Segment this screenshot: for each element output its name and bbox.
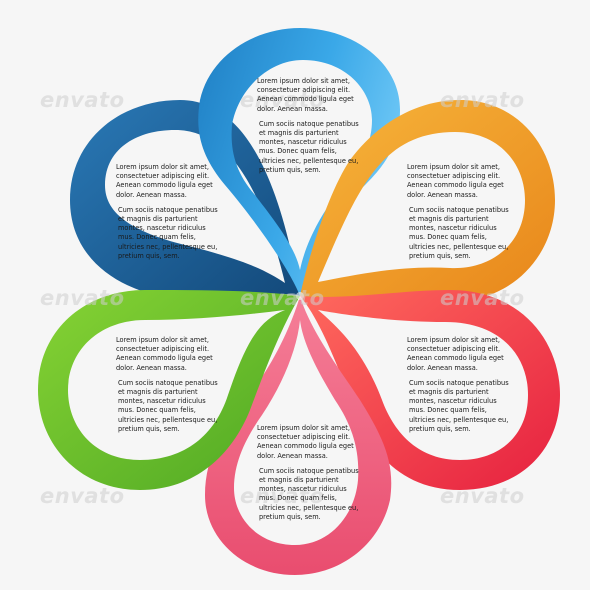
watermark-envato: envato — [440, 286, 525, 310]
watermark-envato: envato — [40, 286, 125, 310]
petal-paragraph-1: Lorem ipsum dolor sit amet, consectetuer… — [116, 336, 213, 372]
petal-paragraph-1: Lorem ipsum dolor sit amet, consectetuer… — [257, 77, 354, 113]
petal-text-upper-left: Lorem ipsum dolor sit amet, consectetuer… — [116, 163, 234, 267]
petal-text-bottom: Lorem ipsum dolor sit amet, consectetuer… — [257, 424, 375, 528]
petal-paragraph-2: Cum sociis natoque penatibus et magnis d… — [118, 205, 218, 260]
petal-ribbon-upper-right — [300, 100, 555, 301]
petal-paragraph-1: Lorem ipsum dolor sit amet, consectetuer… — [407, 163, 504, 199]
watermark-envato: envato — [240, 484, 325, 508]
watermark-envato: envato — [40, 484, 125, 508]
watermark-envato: envato — [40, 88, 125, 112]
petal-paragraph-2: Cum sociis natoque penatibus et magnis d… — [259, 466, 359, 521]
petal-paragraph-2: Cum sociis natoque penatibus et magnis d… — [118, 378, 218, 433]
petal-text-top: Lorem ipsum dolor sit amet, consectetuer… — [257, 77, 375, 181]
watermark-envato: envato — [240, 88, 325, 112]
petal-paragraph-2: Cum sociis natoque penatibus et magnis d… — [259, 119, 359, 174]
watermark-envato: envato — [440, 484, 525, 508]
petal-ribbon-upper-left — [70, 100, 300, 300]
petal-ribbon-bottom — [205, 296, 392, 575]
petal-paragraph-1: Lorem ipsum dolor sit amet, consectetuer… — [116, 163, 213, 199]
petal-paragraph-2: Cum sociis natoque penatibus et magnis d… — [409, 205, 509, 260]
watermark-envato: envato — [440, 88, 525, 112]
petal-ribbon-lower-left — [38, 290, 300, 490]
petal-paragraph-2: Cum sociis natoque penatibus et magnis d… — [409, 378, 509, 433]
watermark-envato: envato — [240, 286, 325, 310]
petal-text-upper-right: Lorem ipsum dolor sit amet, consectetuer… — [407, 163, 525, 267]
petal-paragraph-1: Lorem ipsum dolor sit amet, consectetuer… — [257, 424, 354, 460]
petal-text-lower-left: Lorem ipsum dolor sit amet, consectetuer… — [116, 336, 234, 440]
petal-text-lower-right: Lorem ipsum dolor sit amet, consectetuer… — [407, 336, 525, 440]
petal-paragraph-1: Lorem ipsum dolor sit amet, consectetuer… — [407, 336, 504, 372]
